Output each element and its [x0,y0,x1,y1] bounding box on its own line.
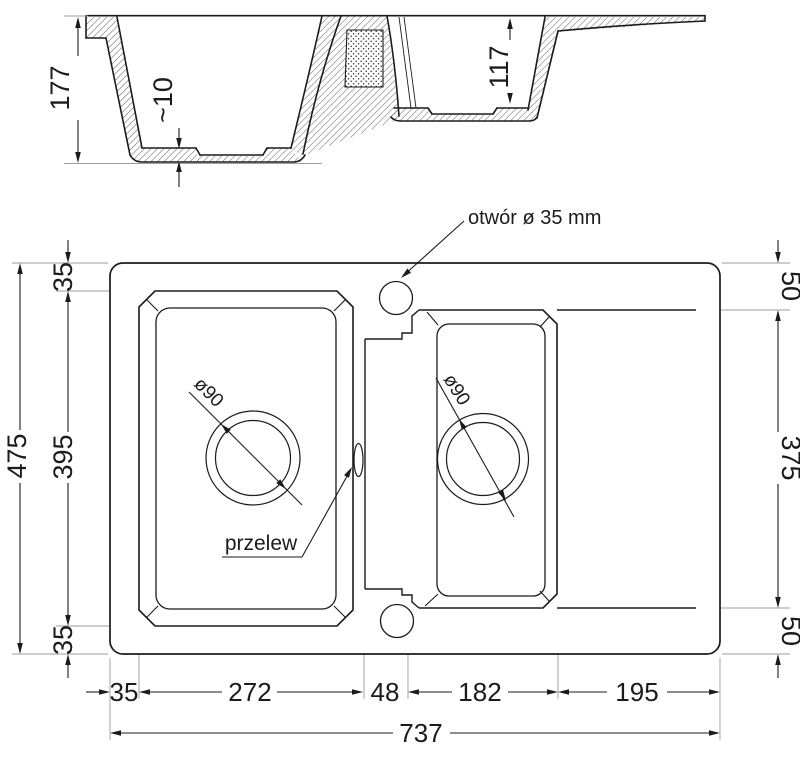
dim-bottom-rim: 35 [48,625,78,655]
main-basin [138,290,354,627]
overflow-label: przelew [225,532,298,555]
faucet-hole [378,280,414,316]
dim-top-rim: 35 [48,262,78,292]
dim-floor-thickness: ~10 [148,77,178,123]
sink-outline [109,262,721,655]
dim-small-basin-depth: 117 [484,45,514,88]
drainer-edges [557,309,696,609]
section-divider-core-stipple [345,30,383,87]
small-drain-outer [436,412,530,506]
cross-section-view: 177 ~10 117 [45,14,706,187]
dim-small-basin-width: 182 [458,677,501,707]
section-left-wall-hatch [86,17,142,155]
bottom-hole [379,603,415,639]
dim-right-top-rim: 50 [776,271,800,301]
main-drain-inner [214,419,292,497]
dim-drainer-width: 195 [615,677,658,707]
right-floor-recess [430,107,496,115]
section-drainer-slab-hatch [528,17,705,118]
dim-main-basin-width: 272 [228,677,271,707]
dim-basin-length: 395 [48,434,78,479]
dim-divider-width: 48 [371,677,400,707]
small-drain-inner [445,421,521,497]
section-hole-line [398,16,412,109]
dim-right-bottom-rim: 50 [776,616,800,646]
section-hole-line [403,16,417,109]
dim-drainer-length: 375 [776,435,800,480]
plan-view: ø90 ø90 otwór ø 35 mm przelew 475 35 [2,207,800,748]
main-drain-outer [205,410,301,506]
faucet-hole-label: otwór ø 35 mm [468,207,601,229]
divider-channel [364,309,420,609]
dim-left-margin: 35 [110,677,139,707]
dim-section-depth: 177 [45,65,75,110]
dim-overall-height: 475 [2,433,32,478]
overflow-slot [353,442,364,478]
dim-overall-width: 737 [399,718,442,748]
left-floor-recess [197,147,266,156]
